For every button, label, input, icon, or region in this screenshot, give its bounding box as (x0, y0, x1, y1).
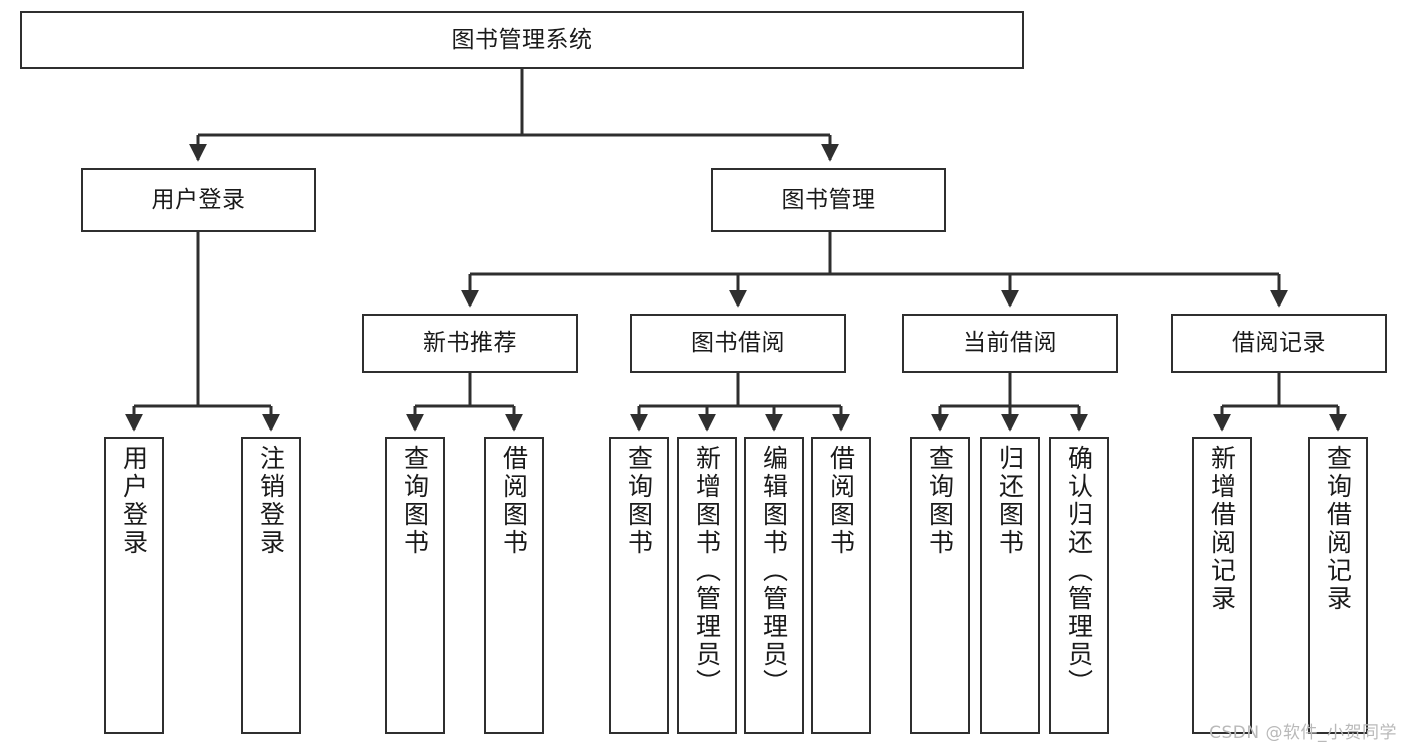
node-label: 当前借阅 (963, 330, 1057, 357)
leaf-recommend-borrow-book[interactable]: 借阅图书 (484, 437, 544, 734)
node-label: 注销登录 (256, 445, 286, 557)
leaf-user-login-login[interactable]: 用户登录 (104, 437, 164, 734)
node-label: 确认归还（管理员） (1064, 445, 1094, 697)
node-book-management[interactable]: 图书管理 (711, 168, 946, 232)
leaf-current-confirm-return-admin[interactable]: 确认归还（管理员） (1049, 437, 1109, 734)
node-label: 新增借阅记录 (1207, 445, 1237, 613)
node-label: 借阅图书 (499, 445, 529, 557)
leaf-current-query-book[interactable]: 查询图书 (910, 437, 970, 734)
leaf-recommend-query-book[interactable]: 查询图书 (385, 437, 445, 734)
node-label: 查询借阅记录 (1323, 445, 1353, 613)
node-user-login[interactable]: 用户登录 (81, 168, 316, 232)
node-label: 图书借阅 (691, 330, 785, 357)
node-label: 新书推荐 (423, 330, 517, 357)
node-label: 借阅记录 (1232, 330, 1326, 357)
leaf-borrow-borrow-book[interactable]: 借阅图书 (811, 437, 871, 734)
node-new-book-recommend[interactable]: 新书推荐 (362, 314, 578, 373)
node-label: 借阅图书 (826, 445, 856, 557)
node-borrow-record[interactable]: 借阅记录 (1171, 314, 1387, 373)
leaf-record-add-record[interactable]: 新增借阅记录 (1192, 437, 1252, 734)
node-label: 查询图书 (624, 445, 654, 557)
node-label: 新增图书（管理员） (692, 445, 722, 697)
node-book-borrow[interactable]: 图书借阅 (630, 314, 846, 373)
node-label: 归还图书 (995, 445, 1025, 557)
node-label: 图书管理系统 (451, 26, 593, 53)
node-label: 用户登录 (119, 445, 149, 557)
leaf-borrow-edit-book-admin[interactable]: 编辑图书（管理员） (744, 437, 804, 734)
node-label: 编辑图书（管理员） (759, 445, 789, 697)
leaf-current-return-book[interactable]: 归还图书 (980, 437, 1040, 734)
leaf-user-login-logout[interactable]: 注销登录 (241, 437, 301, 734)
node-label: 图书管理 (781, 186, 876, 213)
node-label: 用户登录 (151, 186, 246, 213)
node-label: 查询图书 (400, 445, 430, 557)
node-label: 查询图书 (925, 445, 955, 557)
leaf-record-query-record[interactable]: 查询借阅记录 (1308, 437, 1368, 734)
csdn-watermark: CSDN @软件_小贺同学 (1209, 723, 1397, 743)
node-root-system[interactable]: 图书管理系统 (20, 11, 1024, 69)
leaf-borrow-add-book-admin[interactable]: 新增图书（管理员） (677, 437, 737, 734)
node-current-borrow[interactable]: 当前借阅 (902, 314, 1118, 373)
leaf-borrow-query-book[interactable]: 查询图书 (609, 437, 669, 734)
